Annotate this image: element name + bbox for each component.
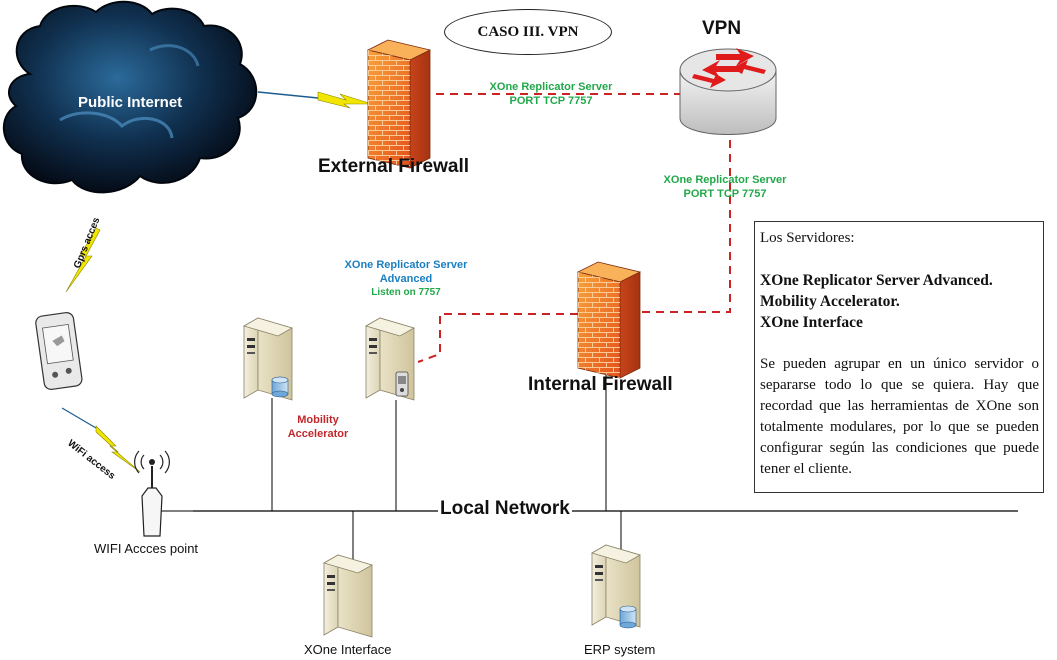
replicator-line3: Listen on 7757 — [371, 287, 441, 298]
link-ext-vpn-label: XOne Replicator Server PORT TCP 7757 — [486, 80, 616, 108]
mobility-line1: Mobility — [297, 414, 339, 426]
pda-device-icon — [35, 312, 83, 390]
cloud-label: Public Internet — [78, 94, 183, 111]
notes-server-3: XOne Interface — [760, 314, 863, 331]
xone-interface-label: XOne Interface — [304, 642, 392, 657]
internet-link-bolt — [257, 91, 383, 109]
vpn-router-icon — [679, 48, 777, 135]
replicator-line1: XOne Replicator Server — [344, 259, 468, 271]
replicator-server-icon — [365, 317, 415, 401]
mobility-line2: Accelerator — [287, 428, 349, 440]
link-vpn-int-line2: PORT TCP 7757 — [683, 188, 767, 200]
servers-notes-box: Los Servidores: XOne Replicator Server A… — [754, 221, 1044, 493]
replicator-line2: Advanced — [379, 273, 433, 285]
replicator-label: XOne Replicator Server Advanced Listen o… — [340, 258, 472, 300]
notes-server-2: Mobility Accelerator. — [760, 293, 900, 310]
erp-label: ERP system — [584, 642, 656, 657]
link-ext-vpn-line2: PORT TCP 7757 — [509, 95, 593, 107]
wifi-ap-label: WIFI Accces point — [94, 541, 199, 556]
link-vpn-int-line1: XOne Replicator Server — [663, 174, 787, 186]
external-firewall-icon — [366, 39, 432, 169]
mobility-accelerator-server-icon — [243, 317, 293, 401]
link-vpn-int-label: XOne Replicator Server PORT TCP 7757 — [660, 173, 790, 201]
notes-server-1: XOne Replicator Server Advanced. — [760, 272, 993, 289]
vpn-label: VPN — [702, 18, 742, 39]
xone-interface-server-icon — [323, 554, 373, 638]
mobility-label: Mobility Accelerator — [278, 413, 358, 441]
wifi-access-point-icon — [134, 450, 170, 537]
erp-server-icon — [591, 544, 641, 629]
internal-firewall-label: Internal Firewall — [528, 374, 673, 395]
gprs-bolt-icon — [65, 227, 101, 293]
diagram-title: CASO III. VPN — [444, 9, 612, 55]
internal-firewall-icon — [576, 261, 642, 379]
vpn-links — [408, 93, 731, 363]
public-internet-cloud — [2, 0, 258, 194]
external-firewall-label: External Firewall — [318, 156, 470, 177]
notes-heading: Los Servidores: — [760, 230, 855, 246]
wifi-bolt-icon — [61, 407, 141, 473]
link-ext-vpn-line1: XOne Replicator Server — [489, 81, 613, 93]
notes-body: Se pueden agrupar en un único servidor o… — [760, 356, 1039, 477]
local-network-label: Local Network — [438, 498, 572, 520]
